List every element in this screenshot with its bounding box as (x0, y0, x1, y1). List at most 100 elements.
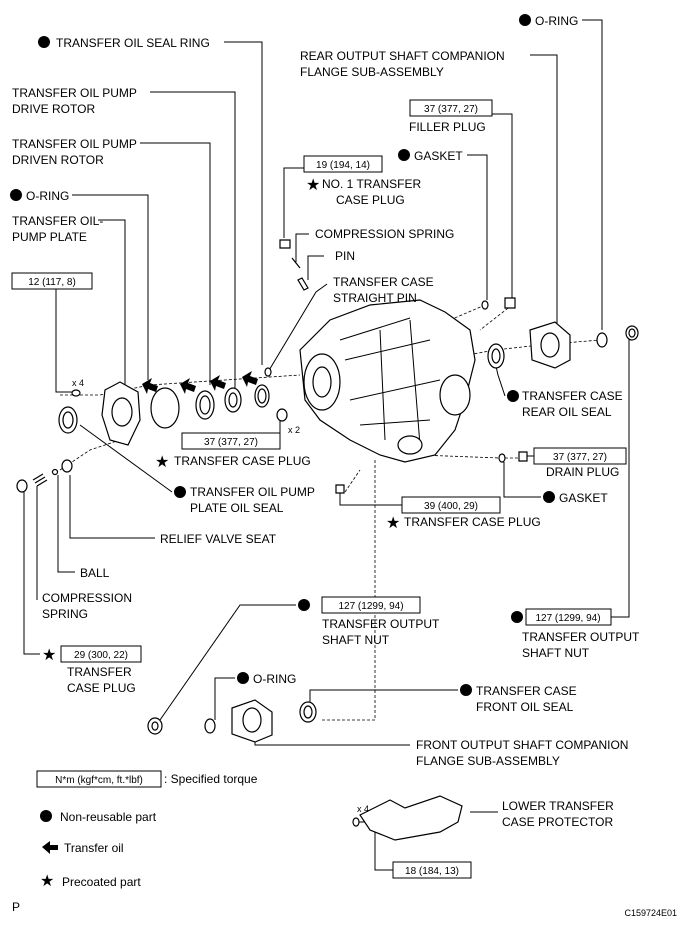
torque-box-nut-mid: 127 (1299, 94) (321, 596, 421, 614)
svg-text:N*m (kgf*cm, ft.*lbf): N*m (kgf*cm, ft.*lbf) (55, 775, 143, 786)
label-relief-valve-seat: RELIEF VALVE SEAT (160, 532, 277, 546)
oil-arrow-2 (180, 378, 196, 394)
legend-precoated: Precoated part (62, 875, 141, 889)
plug-x2-part (276, 408, 288, 422)
label-pump-plate: TRANSFER OIL- (12, 214, 103, 228)
torque-box-case-plug-right: 39 (400, 29) (401, 496, 501, 514)
label-case-plug-right: TRANSFER CASE PLUG (404, 515, 541, 529)
torque-box-filler: 37 (377, 27) (409, 99, 493, 117)
non-reusable-dot (543, 491, 555, 503)
label-compression-spring-left: COMPRESSION (42, 591, 132, 605)
label-straight-pin: TRANSFER CASE (333, 275, 434, 289)
svg-text:CASE PROTECTOR: CASE PROTECTOR (502, 815, 613, 829)
torque-box-protector: 18 (184, 13) (392, 861, 472, 879)
label-output-nut-mid: TRANSFER OUTPUT (322, 617, 440, 631)
non-reusable-dot (40, 810, 52, 822)
non-reusable-dot (519, 14, 531, 26)
oil-arrow-1 (142, 378, 158, 394)
legend: : Specified torque Non-reusable part Tra… (60, 772, 258, 889)
svg-text:37 (377, 27): 37 (377, 27) (553, 452, 607, 463)
svg-text:127 (1299, 94): 127 (1299, 94) (338, 601, 403, 612)
svg-text:37 (377, 27): 37 (377, 27) (204, 437, 258, 448)
non-reusable-dot (10, 189, 22, 201)
non-reusable-dot (398, 149, 410, 161)
svg-text:127 (1299, 94): 127 (1299, 94) (535, 613, 600, 624)
label-pump-driven-rotor: TRANSFER OIL PUMP (12, 137, 137, 151)
legend-transfer-oil: Transfer oil (64, 841, 124, 855)
non-reusable-dot (511, 611, 523, 623)
label-compression-spring-top: COMPRESSION SPRING (315, 227, 454, 241)
gasket-top-part (481, 300, 489, 310)
non-reusable-dot (298, 599, 310, 611)
transfer-case-body (299, 299, 476, 463)
case-front-boss (397, 435, 423, 455)
oil-arrow-3 (210, 375, 226, 391)
label-case-plug-left: TRANSFER (67, 665, 132, 679)
precoated-star: ★ (306, 177, 320, 194)
label-o-ring-bottom: O-RING (253, 672, 296, 686)
svg-text:19 (194, 14): 19 (194, 14) (316, 160, 370, 171)
label-front-oil-seal: TRANSFER CASE (476, 684, 577, 698)
plate-bolt (71, 389, 81, 397)
compression-spring-left-part (32, 473, 48, 487)
label-lower-protector: LOWER TRANSFER (502, 799, 614, 813)
torque-box-no1-plug: 19 (194, 14) (303, 155, 383, 173)
o-ring-part (150, 387, 180, 429)
o-ring-top-part (596, 332, 608, 348)
legend-torque-box: N*m (kgf*cm, ft.*lbf) (36, 770, 162, 788)
case-plug-left-part (16, 479, 28, 493)
labels: TRANSFER OIL SEAL RING TRANSFER OIL PUMP… (12, 14, 640, 829)
spring-part (291, 257, 301, 269)
svg-text:37 (377, 27): 37 (377, 27) (424, 104, 478, 115)
label-rear-flange: REAR OUTPUT SHAFT COMPANION (300, 49, 505, 63)
case-plug-right-part (335, 484, 345, 494)
svg-text:PUMP PLATE: PUMP PLATE (12, 230, 87, 244)
label-x4-bottom: x 4 (357, 804, 369, 814)
torque-box-case-plug-mid: 37 (377, 27) (181, 432, 281, 450)
svg-text:REAR OIL SEAL: REAR OIL SEAL (522, 405, 612, 419)
torque-box-drain: 37 (377, 27) (533, 447, 627, 465)
precoated-star: ★ (386, 515, 400, 532)
svg-text:SHAFT NUT: SHAFT NUT (522, 646, 590, 660)
svg-text:39 (400, 29): 39 (400, 29) (424, 501, 478, 512)
svg-text:FLANGE SUB-ASSEMBLY: FLANGE SUB-ASSEMBLY (300, 65, 444, 79)
label-front-flange: FRONT OUTPUT SHAFT COMPANION (416, 738, 628, 752)
footer: P C159724E01 (12, 900, 677, 918)
torque-box-case-plug-left: 29 (300, 22) (60, 645, 142, 663)
torque-box-plate-bolts: 12 (117, 8) (11, 272, 93, 290)
label-drain-plug: DRAIN PLUG (546, 465, 619, 479)
label-oil-seal-ring: TRANSFER OIL SEAL RING (56, 36, 210, 50)
label-pump-plate-oil-seal: TRANSFER OIL PUMP (190, 485, 315, 499)
non-reusable-dot (237, 672, 249, 684)
legend-torque-text: : Specified torque (164, 772, 258, 786)
ball-part (51, 468, 59, 476)
label-ball: BALL (80, 566, 110, 580)
non-reusable-dot (460, 684, 472, 696)
lower-protector-part (359, 795, 463, 841)
transfer-oil-legend-arrow (42, 841, 58, 854)
label-pin: PIN (335, 249, 355, 263)
o-ring-bottom-part (204, 718, 216, 734)
gasket-right-part (498, 453, 506, 463)
label-pump-drive-rotor: TRANSFER OIL PUMP (12, 86, 137, 100)
legend-non-reusable: Non-reusable part (60, 810, 157, 824)
label-filler-plug: FILLER PLUG (409, 120, 486, 134)
no1-plug-part (279, 239, 291, 249)
label-x4-left: x 4 (72, 378, 84, 388)
svg-text:FLANGE SUB-ASSEMBLY: FLANGE SUB-ASSEMBLY (416, 754, 560, 768)
label-o-ring-left: O-RING (26, 189, 69, 203)
straight-pin-part (264, 367, 272, 377)
footer-page-letter: P (12, 900, 20, 914)
oil-arrow-4 (242, 371, 258, 387)
svg-text:DRIVE ROTOR: DRIVE ROTOR (12, 102, 95, 116)
label-rear-oil-seal: TRANSFER CASE (522, 389, 623, 403)
relief-valve-seat-part (61, 459, 73, 473)
markers: ★ ★ ★ ★ ★ (10, 14, 555, 890)
label-gasket-right: GASKET (559, 491, 608, 505)
label-output-nut-right: TRANSFER OUTPUT (522, 630, 640, 644)
non-reusable-dot (38, 36, 50, 48)
pin-part (297, 277, 309, 291)
non-reusable-dot (507, 390, 519, 402)
svg-text:PLATE OIL SEAL: PLATE OIL SEAL (190, 501, 284, 515)
